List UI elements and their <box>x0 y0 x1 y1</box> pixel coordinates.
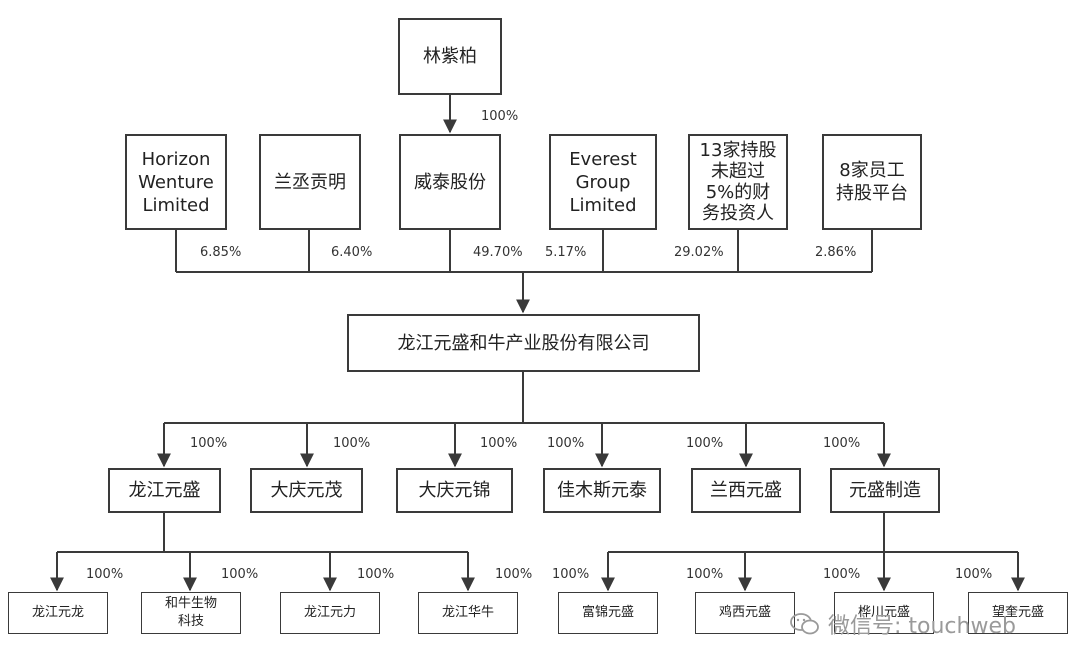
pct-label-rchild-4: 100% <box>955 567 993 582</box>
pct-label-sub-6: 100% <box>823 436 861 451</box>
pct-label-sub-3: 100% <box>480 436 518 451</box>
child-box-longjiangyuanli: 龙江元力 <box>280 592 380 634</box>
owner-box-linzibai: 林紫柏 <box>398 18 502 95</box>
subsidiary-box-daqingyuanmao: 大庆元茂 <box>250 468 363 513</box>
shareholder-box-everest: Everest Group Limited <box>549 134 657 230</box>
pct-label-sub-5: 100% <box>686 436 724 451</box>
shareholder-box-weitai: 威泰股份 <box>399 134 501 230</box>
shareholder-box-employee-platforms: 8家员工 持股平台 <box>822 134 922 230</box>
child-box-jixiyuansheng: 鸡西元盛 <box>695 592 795 634</box>
child-box-wangkuiyuansheng: 望奎元盛 <box>968 592 1068 634</box>
wechat-watermark: 微信号: touchweb <box>790 608 1016 640</box>
pct-label-rchild-3: 100% <box>823 567 861 582</box>
pct-label-horizon: 6.85% <box>200 245 242 260</box>
subsidiary-box-longjiangyuansheng: 龙江元盛 <box>108 468 221 513</box>
child-box-fujinyuansheng: 富锦元盛 <box>558 592 658 634</box>
pct-label-owner: 100% <box>481 109 519 124</box>
pct-label-everest: 5.17% <box>545 245 587 260</box>
child-box-heniushengwu: 和牛生物 科技 <box>141 592 241 634</box>
pct-label-weitai: 49.70% <box>473 245 523 260</box>
pct-label-rchild-2: 100% <box>686 567 724 582</box>
pct-label-lanchengongming: 6.40% <box>331 245 373 260</box>
subsidiary-box-jiamusiyuantai: 佳木斯元泰 <box>543 468 661 513</box>
pct-label-lchild-3: 100% <box>357 567 395 582</box>
subsidiary-box-daqingyuanjin: 大庆元锦 <box>396 468 513 513</box>
pct-label-rchild-1: 100% <box>552 567 590 582</box>
pct-label-sub-4: 100% <box>547 436 585 451</box>
pct-label-lchild-2: 100% <box>221 567 259 582</box>
pct-label-sub-2: 100% <box>333 436 371 451</box>
subsidiary-box-lanxiyuansheng: 兰西元盛 <box>691 468 801 513</box>
child-box-longjiangyuanlong: 龙江元龙 <box>8 592 108 634</box>
shareholder-box-financial-investors: 13家持股 未超过 5%的财 务投资人 <box>688 134 788 230</box>
child-box-longjianghuaniu: 龙江华牛 <box>418 592 518 634</box>
pct-label-employee-platforms: 2.86% <box>815 245 857 260</box>
wechat-icon <box>790 613 819 635</box>
company-box: 龙江元盛和牛产业股份有限公司 <box>347 314 700 372</box>
shareholder-box-lanchengongming: 兰丞贡明 <box>259 134 361 230</box>
pct-label-lchild-4: 100% <box>495 567 533 582</box>
pct-label-sub-1: 100% <box>190 436 228 451</box>
pct-label-lchild-1: 100% <box>86 567 124 582</box>
shareholder-box-horizon: Horizon Wenture Limited <box>125 134 227 230</box>
watermark-text: 微信号: touchweb <box>828 614 1016 639</box>
subsidiary-box-yuanshengzhizao: 元盛制造 <box>830 468 940 513</box>
child-box-huachuanyuansheng: 桦川元盛 <box>834 592 934 634</box>
pct-label-financial-investors: 29.02% <box>674 245 724 260</box>
